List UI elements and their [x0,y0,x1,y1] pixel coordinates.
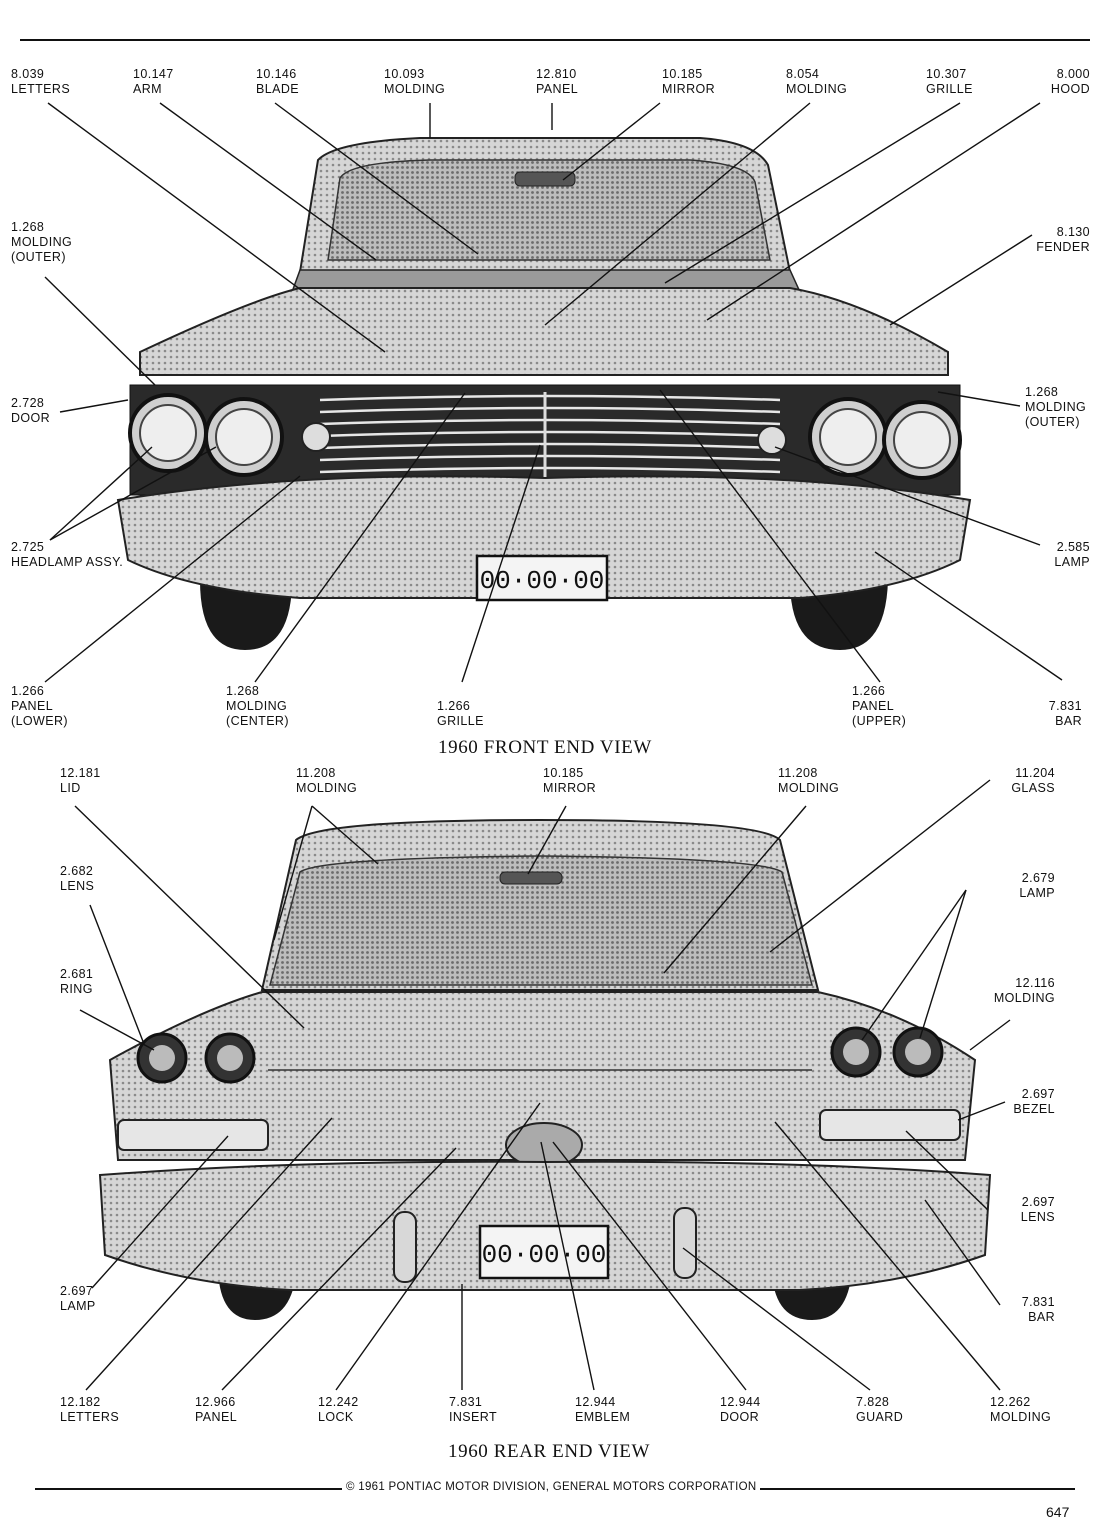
front-bumper [116,475,972,599]
label-front-2725-headlamp-assy: 2.725 HEADLAMP ASSY. [11,540,124,569]
label-rear-11204-glass: 11.204 GLASS [1011,766,1055,795]
label-rear-2682-lens: 2.682 LENS [60,864,95,893]
label-rear-12242-lock: 12.242 LOCK [318,1395,359,1424]
front-plate-text: 00·00·00 [480,566,605,596]
label-front-7831-bar: 7.831 BAR [1048,699,1082,728]
label-rear-12944-emblem: 12.944 EMBLEM [575,1395,631,1424]
label-front-1266-grille: 1.266 GRILLE [437,699,484,728]
rear-car-illustration: 00·00·00 [98,818,992,1320]
label-rear-2697-lamp: 2.697 LAMP [60,1284,96,1313]
rear-guard-right [673,1207,697,1279]
label-rear-2681-ring: 2.681 RING [60,967,94,996]
page-number: 647 [1046,1504,1070,1520]
label-front-2728-door: 2.728 DOOR [11,396,51,425]
rear-view-title: 1960 REAR END VIEW [448,1441,651,1462]
label-front-12810-panel: 12.810 PANEL [536,67,579,96]
label-front-1268-molding-outer-left: 1.268 MOLDING (OUTER) [11,220,73,264]
front-grille-bars [319,394,781,474]
rear-deck [108,991,977,1161]
front-view-title: 1960 FRONT END VIEW [438,737,652,758]
rear-guard-left [393,1211,417,1283]
rear-leader-lines [74,779,1011,1391]
rear-window [269,855,813,986]
label-front-1266-panel-upper: 1.266 PANEL (UPPER) [852,684,907,728]
label-rear-11208-molding-left: 11.208 MOLDING [296,766,358,795]
top-rule [20,39,1090,41]
rear-right-lower-lamp [819,1109,961,1141]
label-front-2585-lamp: 2.585 LAMP [1054,540,1090,569]
label-front-10146-blade: 10.146 BLADE [256,67,299,96]
front-left-tire [200,580,292,650]
front-hood [139,287,949,376]
label-rear-2697-lens: 2.697 LENS [1020,1195,1055,1224]
rear-emblem-shape [505,1122,583,1168]
rear-left-lower-lamp [117,1119,269,1151]
front-leader-lines [44,102,1063,683]
label-front-10093-molding: 10.093 MOLDING [384,67,446,96]
label-rear-7831-insert: 7.831 INSERT [449,1395,498,1424]
label-rear-2697-bezel: 2.697 BEZEL [1013,1087,1055,1116]
label-rear-12181-lid: 12.181 LID [60,766,101,795]
label-rear-12944-door: 12.944 DOOR [720,1395,761,1424]
front-car-illustration: 00·00·00 [116,137,972,650]
front-mirror [514,171,576,187]
label-rear-12262-molding: 12.262 MOLDING [990,1395,1052,1424]
rear-mirror [499,871,563,885]
label-front-8039-letters: 8.039 LETTERS [11,67,71,96]
copyright-notice: © 1961 PONTIAC MOTOR DIVISION, GENERAL M… [342,1481,761,1493]
label-rear-7828-guard: 7.828 GUARD [856,1395,904,1424]
label-rear-12966-panel: 12.966 PANEL [195,1395,238,1424]
label-front-8000-hood: 8.000 HOOD [1050,67,1090,96]
label-front-1266-panel-lower: 1.266 PANEL (LOWER) [11,684,68,728]
label-front-1268-molding-outer-right: 1.268 MOLDING (OUTER) [1025,385,1087,429]
label-front-10307-grille: 10.307 GRILLE [926,67,973,96]
label-front-1268-molding-center: 1.268 MOLDING (CENTER) [226,684,289,728]
label-rear-11208-molding-right: 11.208 MOLDING [778,766,840,795]
label-rear-12116-molding: 12.116 MOLDING [993,976,1055,1005]
front-windshield [327,159,771,261]
rear-tail-lamps [136,1026,944,1084]
front-license-plate [475,554,609,602]
label-front-8130-fender: 8.130 FENDER [1036,225,1090,254]
label-front-10185-mirror: 10.185 MIRROR [662,67,716,96]
label-rear-7831-bar: 7.831 BAR [1021,1295,1055,1324]
label-rear-2679-lamp: 2.679 LAMP [1019,871,1055,900]
label-rear-10185-mirror: 10.185 MIRROR [543,766,597,795]
front-headlamps [128,393,962,480]
label-front-10147-arm: 10.147 ARM [133,67,174,96]
rear-plate-text: 00·00·00 [482,1240,607,1270]
label-rear-12182-letters: 12.182 LETTERS [60,1395,120,1424]
rear-license-plate [478,1224,610,1280]
label-front-8054-molding: 8.054 MOLDING [786,67,848,96]
